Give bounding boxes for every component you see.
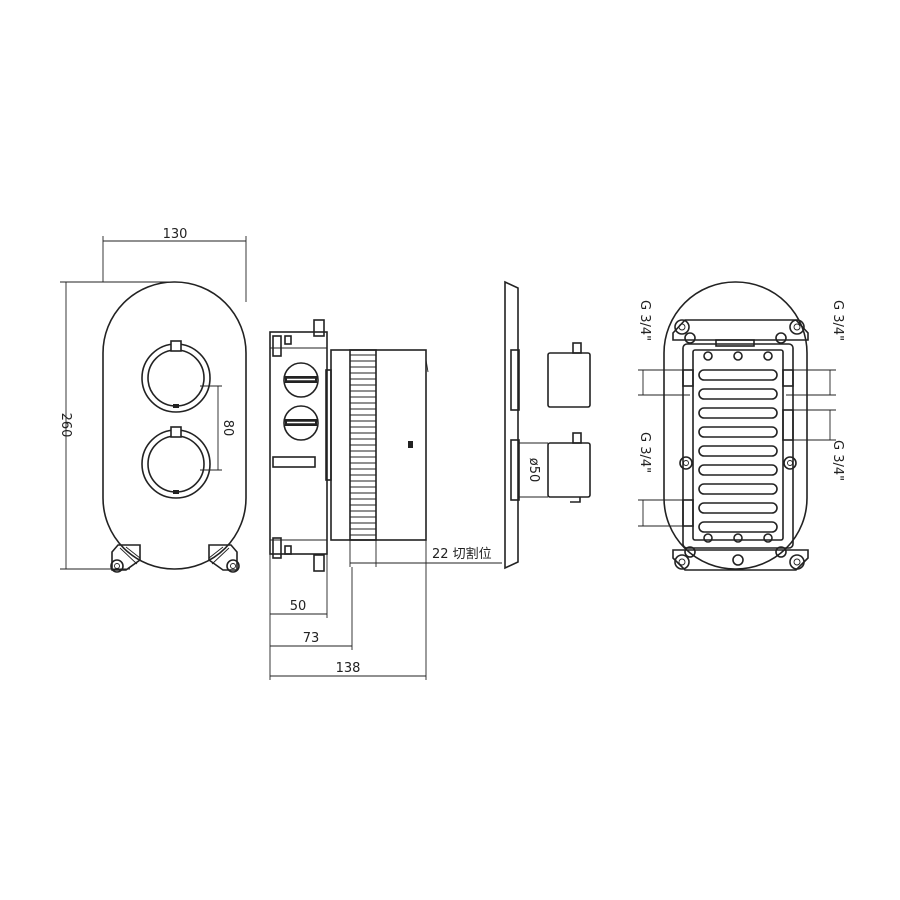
port-label-top-left: G 3/4" [637, 300, 652, 341]
dim-height-label: 260 [58, 413, 73, 438]
back-grille-slots [698, 351, 778, 543]
back-view: G 3/4" G 3/4" G 3/4" G 3/4" [637, 281, 845, 571]
dim-depth-50-label: 50 [290, 599, 307, 614]
front-view: 130 260 80 [58, 227, 247, 573]
side-view: 22 切割位 50 73 138 [269, 319, 502, 680]
lower-handle [141, 426, 211, 499]
port-label-bottom-left: G 3/4" [637, 432, 652, 473]
dim-depth-73-label: 73 [303, 631, 320, 646]
port-label-bottom-right: G 3/4" [830, 440, 845, 481]
side-screw-upper [283, 362, 319, 398]
dim-spacing-label: 80 [220, 420, 235, 437]
dim-cut-label: 22 切割位 [432, 546, 492, 562]
front-mounting-foot-left [110, 544, 141, 573]
dim-diameter-label: ø50 [526, 458, 541, 483]
upper-handle [141, 340, 211, 413]
dim-depth-138-label: 138 [336, 661, 361, 676]
back-plate-outline [663, 281, 808, 570]
port-label-top-right: G 3/4" [830, 300, 845, 341]
front-mounting-foot-right [208, 544, 240, 573]
threaded-sleeve [350, 354, 376, 536]
detail-view: ø50 [504, 280, 591, 570]
side-screw-lower [283, 405, 319, 441]
plate-edge [504, 280, 519, 570]
dim-width-label: 130 [163, 227, 188, 242]
